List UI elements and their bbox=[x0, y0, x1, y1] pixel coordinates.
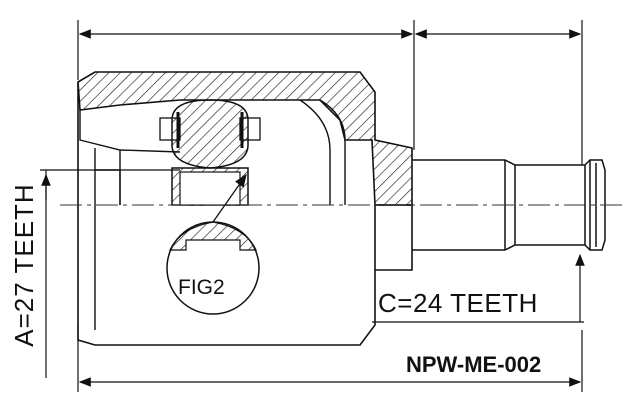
inner-bore bbox=[79, 99, 346, 330]
fig2-callout bbox=[166, 173, 260, 315]
spline-c-label: C=24 TEETH bbox=[378, 288, 538, 318]
spline-a-dimension bbox=[40, 169, 180, 378]
spline-c-dimension bbox=[372, 253, 585, 323]
fig2-label: FIG2 bbox=[178, 276, 225, 299]
spline-a-label: A=27 TEETH bbox=[9, 183, 39, 347]
part-number: NPW-ME-002 bbox=[406, 352, 542, 377]
tripod-roller bbox=[159, 99, 261, 206]
top-dimension bbox=[77, 20, 583, 165]
